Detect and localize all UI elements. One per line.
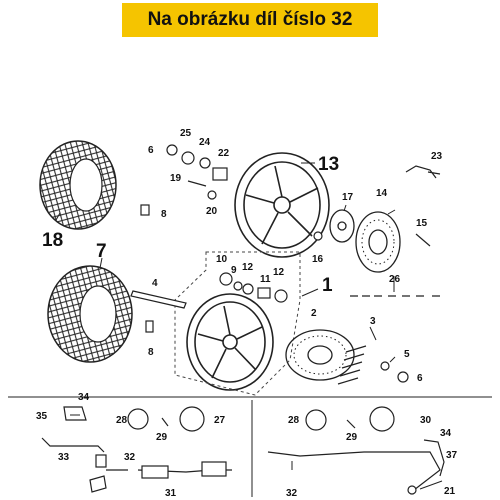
- callout-32-right: 32: [286, 488, 298, 499]
- callout-21: 21: [444, 486, 456, 497]
- nut-6-lower: [397, 371, 409, 383]
- bolt-8-upper: [140, 204, 150, 216]
- callout-12-b: 12: [273, 267, 285, 278]
- callout-22: 22: [218, 148, 230, 159]
- title-banner: Na obrázku díl číslo 32: [122, 3, 378, 37]
- bearing-10: [219, 272, 233, 286]
- bolt-set-3: [337, 345, 367, 385]
- cable-end-21: [407, 485, 417, 495]
- callout-8-upper: 8: [161, 209, 167, 220]
- callout-17: 17: [342, 192, 354, 203]
- callout-23: 23: [431, 151, 443, 162]
- callout-30: 30: [420, 415, 432, 426]
- rear-brake-disc: [355, 211, 401, 273]
- sensor-32a: [95, 454, 107, 468]
- callout-34-right: 34: [440, 428, 452, 439]
- callout-33: 33: [58, 452, 70, 463]
- rear-hub-flange: [329, 209, 355, 243]
- bolt-19: [187, 180, 207, 187]
- callout-10: 10: [216, 254, 228, 265]
- bearing-12a: [242, 283, 254, 295]
- callout-16: 16: [312, 254, 324, 265]
- callout-5: 5: [404, 349, 410, 360]
- plug-31-end: [89, 475, 107, 493]
- axle-4: [130, 290, 187, 309]
- callout-13: 13: [318, 154, 339, 175]
- washer-24: [199, 157, 211, 169]
- callout-1: 1: [322, 275, 333, 296]
- callout-2: 2: [311, 308, 317, 319]
- callout-11: 11: [260, 274, 271, 285]
- sensor-ring-30: [369, 406, 395, 432]
- callout-29-right: 29: [346, 432, 358, 443]
- bolt-15: [415, 233, 431, 247]
- callout-15: 15: [416, 218, 428, 229]
- leader-lines: [55, 162, 443, 490]
- rear-wheel-rim: [234, 152, 330, 258]
- spacer-25: [181, 151, 195, 165]
- callout-34-left: 34: [78, 392, 90, 403]
- callout-18: 18: [42, 230, 63, 251]
- callout-27: 27: [214, 415, 226, 426]
- ring-9: [233, 281, 243, 291]
- lever-33: [41, 437, 105, 453]
- callout-4: 4: [152, 278, 158, 289]
- callout-12-a: 12: [242, 262, 254, 273]
- rear-tire: [39, 140, 117, 230]
- front-wheel-group-outline: [174, 251, 301, 396]
- callout-31: 31: [165, 488, 177, 499]
- nut-16: [313, 231, 323, 241]
- callout-37: 37: [446, 450, 458, 461]
- connector-31: [201, 461, 227, 477]
- bearing-12b: [274, 289, 288, 303]
- callout-labels: 13 1 18 7 25 24 6 22 19 20 8 8 4 10 9 12…: [36, 128, 458, 499]
- callout-6-upper: 6: [148, 145, 154, 156]
- callout-24: 24: [199, 137, 211, 148]
- callout-7: 7: [96, 241, 107, 262]
- bolt-8-lower: [145, 320, 154, 333]
- washer-5: [380, 361, 390, 371]
- callout-28-right: 28: [288, 415, 300, 426]
- cable-21: [267, 451, 441, 491]
- callout-14: 14: [376, 188, 388, 199]
- bracket-23: [405, 165, 441, 179]
- callout-9: 9: [231, 265, 237, 276]
- callout-26: 26: [389, 274, 401, 285]
- clip-20: [207, 190, 217, 200]
- screw-29a: [161, 417, 169, 427]
- bracket-35: [63, 406, 87, 421]
- callout-35: 35: [36, 411, 48, 422]
- callout-8-lower: 8: [148, 347, 154, 358]
- callout-19: 19: [170, 173, 182, 184]
- sensor-ring-27: [179, 406, 205, 432]
- sleeve-22: [212, 167, 228, 181]
- callout-20: 20: [206, 206, 218, 217]
- callout-29-left: 29: [156, 432, 168, 443]
- nut-6-upper: [166, 144, 178, 156]
- speedo-drive-28a: [127, 408, 149, 430]
- sensor-body-31: [141, 465, 169, 479]
- callout-28-left: 28: [116, 415, 128, 426]
- bracket-37: [423, 439, 445, 477]
- callout-32-left: 32: [124, 452, 136, 463]
- callout-6-lower: 6: [417, 373, 423, 384]
- front-wheel-rim: [186, 293, 274, 391]
- screw-29b: [346, 419, 356, 429]
- callout-25: 25: [180, 128, 192, 139]
- spacer-11: [257, 287, 271, 299]
- front-tire: [47, 265, 133, 363]
- speedo-drive-28b: [305, 409, 327, 431]
- callout-3: 3: [370, 316, 376, 327]
- front-brake-disc: [285, 329, 355, 381]
